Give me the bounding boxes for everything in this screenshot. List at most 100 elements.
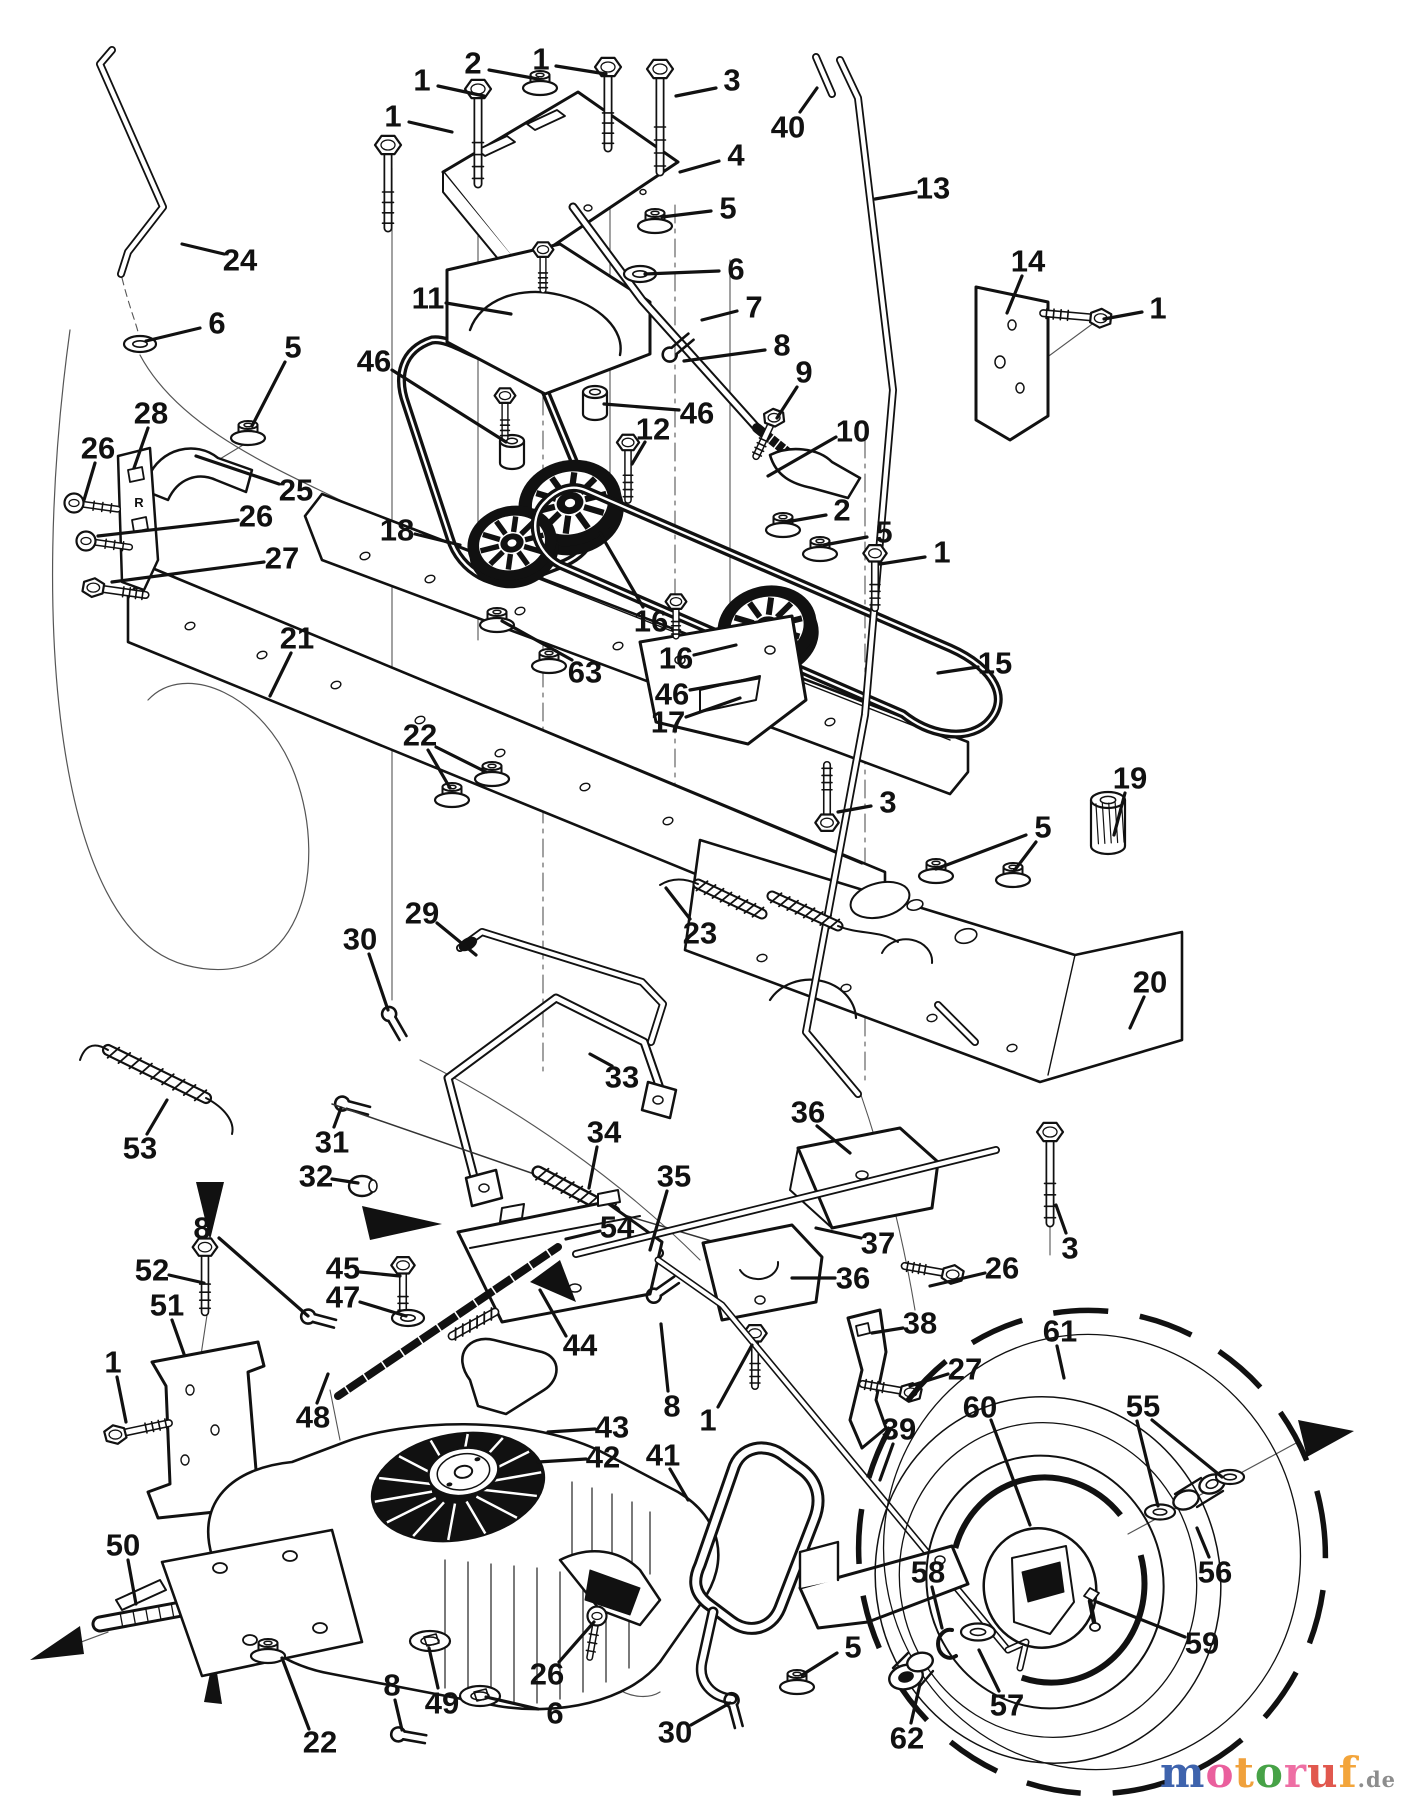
callout-47: 47 — [326, 1280, 360, 1315]
callout-44: 44 — [563, 1328, 598, 1363]
callout-50: 50 — [106, 1528, 140, 1563]
callout-31: 31 — [315, 1125, 349, 1160]
idler-arm-10 — [768, 447, 862, 500]
callout-17: 17 — [651, 705, 685, 740]
hex-bolt — [664, 593, 688, 610]
watermark-letter: o — [1205, 1748, 1235, 1797]
callout-1: 1 — [699, 1403, 716, 1438]
callout-5: 5 — [844, 1630, 861, 1665]
callout-45: 45 — [326, 1251, 360, 1286]
cotter-pin — [645, 1275, 681, 1304]
callout-12: 12 — [636, 412, 670, 447]
watermark-letter: r — [1283, 1748, 1308, 1797]
watermark-letter: t — [1234, 1748, 1255, 1797]
callout-46: 46 — [357, 344, 391, 379]
callout-27: 27 — [948, 1352, 982, 1387]
callout-33: 33 — [605, 1060, 639, 1095]
callout-8: 8 — [383, 1668, 400, 1703]
transmission-fan — [370, 1431, 546, 1543]
spacer — [498, 439, 526, 471]
hex-bolt — [103, 1424, 128, 1445]
callout-3: 3 — [1061, 1231, 1078, 1266]
spacer — [581, 390, 609, 422]
hex-bolt — [593, 56, 623, 78]
callout-26: 26 — [81, 431, 115, 466]
callout-57: 57 — [990, 1688, 1024, 1723]
callout-60: 60 — [963, 1390, 997, 1425]
callout-20: 20 — [1133, 965, 1167, 1000]
belt-guard-bracket-11 — [445, 242, 652, 396]
callout-40: 40 — [771, 110, 805, 145]
callout-8: 8 — [663, 1389, 680, 1424]
callout-56: 56 — [1198, 1555, 1232, 1590]
screw — [586, 1605, 608, 1627]
callout-8: 8 — [773, 328, 790, 363]
callout-21: 21 — [280, 621, 314, 656]
idler-arm-43 — [461, 1337, 558, 1416]
callout-55: 55 — [1126, 1389, 1160, 1424]
callout-14: 14 — [1011, 244, 1046, 279]
callout-52: 52 — [135, 1253, 169, 1288]
callout-43: 43 — [595, 1410, 629, 1445]
callout-16: 16 — [659, 641, 693, 676]
callout-6: 6 — [727, 252, 744, 287]
rear-tire — [855, 1307, 1329, 1797]
callout-1: 1 — [1149, 291, 1166, 326]
callout-1: 1 — [532, 42, 549, 77]
screw — [63, 492, 85, 514]
direction-arrow — [530, 1260, 576, 1302]
callout-24: 24 — [223, 243, 258, 278]
direction-arrow — [204, 1654, 222, 1704]
callout-23: 23 — [683, 916, 717, 951]
hex-bolt — [814, 813, 840, 832]
callout-36: 36 — [791, 1095, 825, 1130]
callout-59: 59 — [1185, 1626, 1219, 1661]
hex-bolt — [390, 1256, 416, 1275]
watermark-letter: o — [1254, 1748, 1284, 1797]
callout-7: 7 — [745, 290, 762, 325]
callout-26: 26 — [530, 1657, 564, 1692]
callout-5: 5 — [1034, 810, 1051, 845]
callout-38: 38 — [903, 1306, 937, 1341]
handle-41 — [689, 1441, 825, 1635]
callout-8: 8 — [193, 1211, 210, 1246]
callout-36: 36 — [836, 1261, 870, 1296]
callout-22: 22 — [303, 1725, 337, 1760]
callout-62: 62 — [890, 1721, 924, 1756]
square-key-50 — [115, 1579, 167, 1611]
watermark-letter: m — [1159, 1748, 1206, 1797]
callout-22: 22 — [403, 718, 437, 753]
callout-15: 15 — [978, 646, 1012, 681]
callout-26: 26 — [239, 499, 273, 534]
cotter-pin — [389, 1726, 428, 1745]
callout-53: 53 — [123, 1131, 157, 1166]
callout-3: 3 — [723, 63, 740, 98]
callout-16: 16 — [634, 604, 668, 639]
callout-51: 51 — [150, 1288, 184, 1323]
callout-29: 29 — [405, 896, 439, 931]
cotter-pin — [380, 1005, 408, 1042]
hex-bolt — [645, 58, 675, 80]
part-marking: R — [134, 495, 144, 510]
callout-1: 1 — [413, 63, 430, 98]
direction-arrow — [1298, 1420, 1354, 1457]
callout-5: 5 — [875, 515, 892, 550]
callout-2: 2 — [833, 493, 850, 528]
watermark-letter: f — [1338, 1748, 1358, 1797]
callout-18: 18 — [380, 513, 414, 548]
hex-bolt — [373, 134, 403, 156]
strap-38 — [846, 1308, 888, 1450]
callout-48: 48 — [296, 1400, 330, 1435]
watermark-letter: u — [1307, 1748, 1339, 1797]
callout-11: 11 — [412, 281, 445, 316]
callout-2: 2 — [464, 46, 481, 81]
callout-10: 10 — [836, 414, 870, 449]
callout-35: 35 — [657, 1159, 691, 1194]
callout-3: 3 — [879, 785, 896, 820]
callout-42: 42 — [586, 1440, 620, 1475]
callout-19: 19 — [1113, 761, 1147, 796]
rod-29 — [456, 928, 667, 1046]
idler-bracket-17 — [638, 614, 808, 746]
